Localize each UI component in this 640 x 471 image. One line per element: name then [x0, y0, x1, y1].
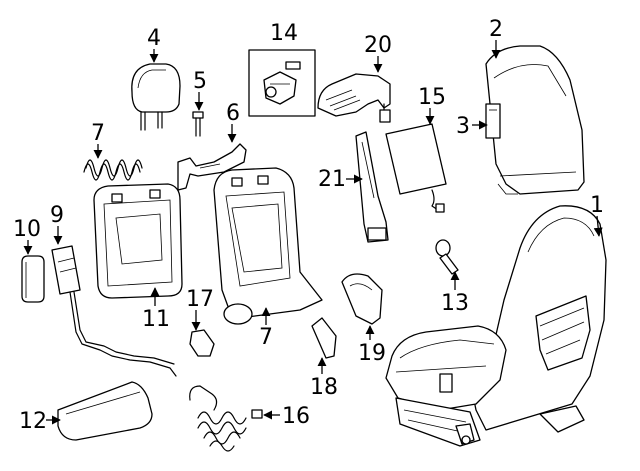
- callout-18: 18: [310, 357, 338, 400]
- callout-19: 19: [358, 325, 386, 366]
- bracket-part: [177, 143, 247, 191]
- callout-label-10: 10: [13, 217, 41, 242]
- cushion-pad-part: [57, 381, 153, 441]
- callout-16: 16: [263, 404, 310, 429]
- wire-harness-part: [189, 385, 263, 452]
- callout-label-18: 18: [310, 375, 338, 400]
- trim-strip-part: [355, 131, 389, 243]
- callout-13: 13: [441, 271, 469, 316]
- callout-7: 7: [259, 307, 273, 350]
- callout-label-17: 17: [186, 287, 214, 312]
- callout-9: 9: [50, 203, 64, 245]
- callout-2: 2: [489, 17, 503, 59]
- callout-label-14: 14: [270, 21, 298, 46]
- callout-label-7: 7: [259, 325, 273, 350]
- bolt-part: [192, 111, 204, 137]
- callout-label-11: 11: [142, 307, 170, 332]
- switch-harness-part: [51, 245, 177, 377]
- callout-label-8: 7: [91, 121, 105, 146]
- callout-label-1: 1: [590, 193, 604, 218]
- seat-assembly-part: [385, 205, 607, 447]
- callout-8: 7: [91, 121, 105, 159]
- callout-label-5: 5: [193, 69, 207, 94]
- module-part: [385, 123, 447, 213]
- cover-cap-part: [21, 255, 45, 303]
- callout-5: 5: [193, 69, 207, 111]
- side-trim-part: [311, 317, 337, 359]
- callout-label-6: 6: [226, 101, 240, 126]
- callout-label-16: 16: [282, 404, 310, 429]
- callout-label-20: 20: [364, 33, 392, 58]
- callout-label-21: 21: [318, 167, 346, 192]
- callout-label-4: 4: [147, 26, 161, 51]
- callout-label-13: 13: [441, 291, 469, 316]
- spring-part: [83, 159, 143, 181]
- callout-label-3: 3: [456, 114, 470, 139]
- back-panel-part: [93, 183, 183, 299]
- callout-4: 4: [147, 26, 161, 63]
- end-cap-part: [189, 329, 215, 357]
- callout-label-15: 15: [418, 85, 446, 110]
- recliner-cover-part: [317, 73, 391, 123]
- callout-1: 1: [590, 193, 604, 237]
- seatback-cover-part: [485, 45, 585, 195]
- callout-10: 10: [13, 217, 41, 255]
- callout-21: 21: [318, 167, 363, 192]
- callout-3: 3: [456, 114, 488, 139]
- callout-12: 12: [19, 409, 61, 434]
- callout-label-9: 9: [50, 203, 64, 228]
- callout-label-19: 19: [358, 341, 386, 366]
- lever-knob-part: [435, 239, 459, 275]
- callout-6: 6: [226, 101, 240, 143]
- seatback-frame-part: [213, 167, 323, 325]
- clip-kit-part: [248, 49, 316, 117]
- headrest-part: [131, 63, 181, 131]
- callout-20: 20: [364, 33, 392, 73]
- callout-label-2: 2: [489, 17, 503, 42]
- callout-17: 17: [186, 287, 214, 331]
- side-shield-part: [341, 273, 383, 325]
- callout-label-12: 12: [19, 409, 47, 434]
- callout-14: 14: [270, 21, 298, 46]
- callout-15: 15: [418, 85, 446, 125]
- callout-11: 11: [142, 287, 170, 332]
